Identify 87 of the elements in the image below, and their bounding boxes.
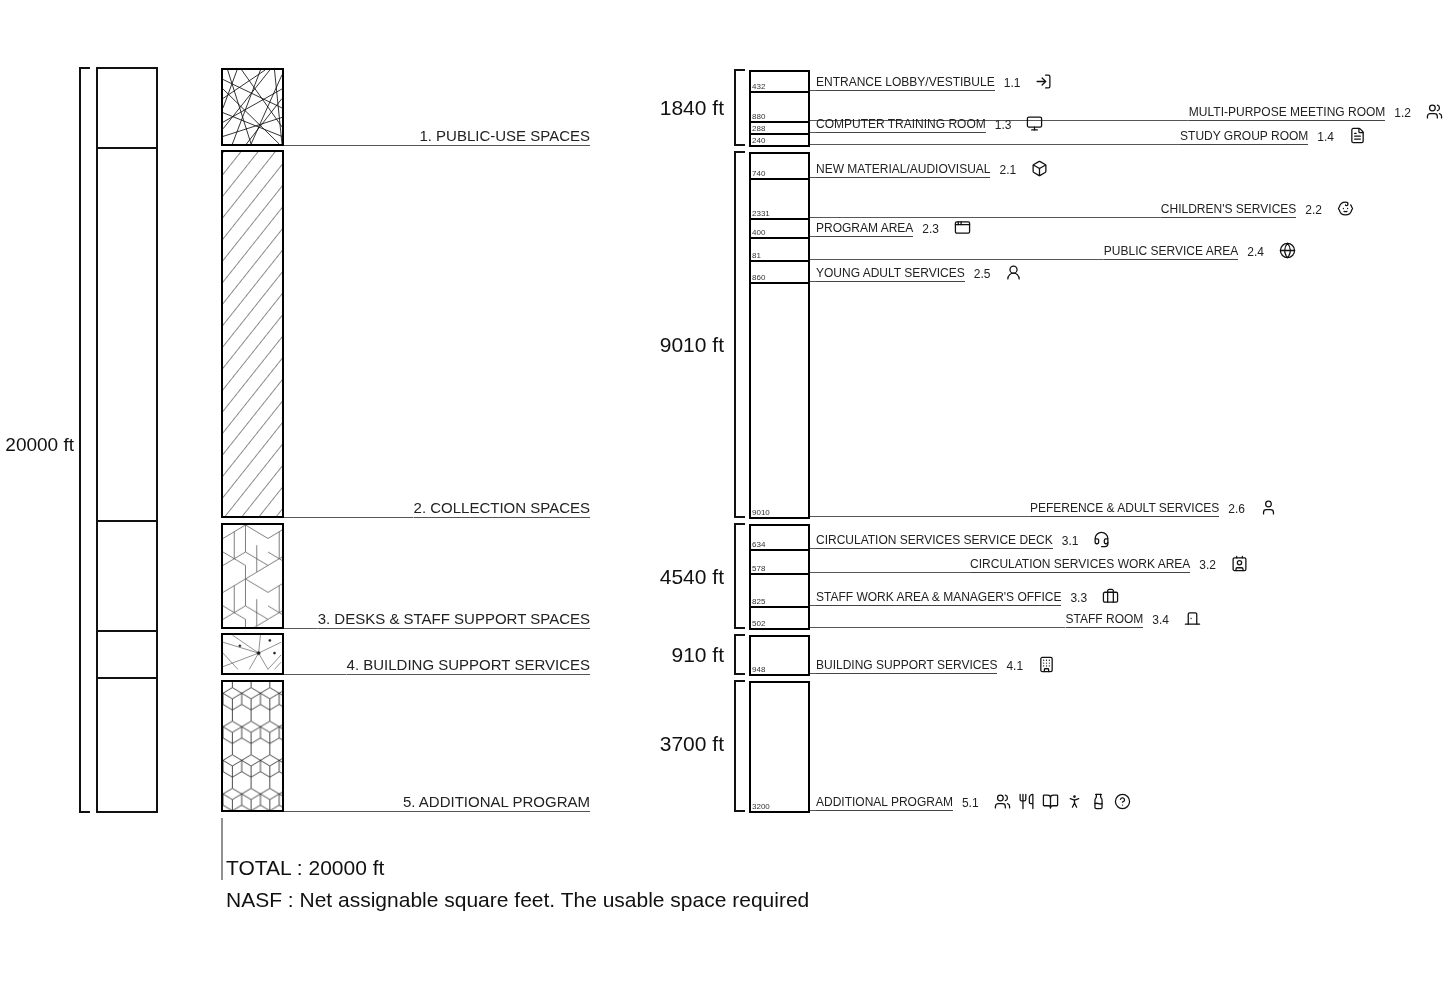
leader-line [809, 259, 1105, 260]
room-code: 2.6 [1228, 502, 1245, 517]
section-label: 3. DESKS & STAFF SUPPORT SPACES [317, 610, 590, 629]
section-label: 4. BUILDING SUPPORT SERVICES [346, 656, 590, 675]
leader-line [809, 548, 817, 549]
leader-line [809, 120, 1190, 121]
leader-line [809, 144, 1181, 145]
leader-line [809, 132, 817, 133]
room-name: PROGRAM AREA [816, 221, 914, 237]
leader-line [809, 177, 817, 178]
room-code: 3.3 [1070, 591, 1088, 606]
area-total-label: 3700 ft [659, 732, 724, 756]
area-total-label: 9010 ft [659, 333, 724, 357]
area-segment: 3200 [749, 681, 810, 813]
room-code: 3.4 [1152, 613, 1169, 628]
room-name: STAFF WORK AREA & MANAGER'S OFFICE [816, 590, 1062, 606]
patterned-box [221, 523, 284, 629]
leader-line [283, 517, 414, 518]
area-segment: 634 [749, 524, 810, 551]
area-total-label: 4540 ft [659, 565, 724, 589]
leader-line [809, 572, 971, 573]
room-name: COMPUTER TRAINING ROOM [816, 117, 986, 133]
room-code: 2.4 [1247, 245, 1264, 260]
leader-line [809, 673, 817, 674]
area-segment: 288 [749, 121, 810, 135]
room-code: 1.4 [1317, 130, 1334, 145]
room-name: STUDY GROUP ROOM [1180, 129, 1309, 145]
room-name: STAFF ROOM [1065, 612, 1144, 628]
room-name: MULTI-PURPOSE MEETING ROOM [1188, 105, 1386, 121]
area-segment: 948 [749, 635, 810, 676]
leader-line [283, 674, 348, 675]
leader-line [809, 281, 817, 282]
section-label: 5. ADDITIONAL PROGRAM [403, 793, 590, 812]
area-segment: 9010 [749, 282, 810, 519]
room-code: 3.2 [1199, 558, 1216, 573]
room-name: NEW MATERIAL/AUDIOVISUAL [816, 162, 991, 178]
room-name: ENTRANCE LOBBY/VESTIBULE [816, 75, 995, 91]
room-code: 1.3 [994, 118, 1012, 133]
room-name: CHILDREN'S SERVICES [1160, 202, 1297, 218]
room-name: ADDITIONAL PROGRAM [816, 795, 953, 811]
room-code: 2.2 [1305, 203, 1322, 218]
area-segment: 578 [749, 549, 810, 575]
room-code: 3.1 [1061, 534, 1079, 549]
area-total-label: 20000 ft [5, 433, 74, 457]
area-segment: 860 [749, 260, 810, 284]
leader-line [809, 217, 1162, 218]
room-name: CIRCULATION SERVICES SERVICE DECK [816, 533, 1053, 549]
room-code: 1.2 [1394, 106, 1411, 121]
area-total-label: 910 ft [671, 643, 724, 667]
area-segment: 825 [749, 573, 810, 608]
leader-line [283, 145, 420, 146]
patterned-box [221, 680, 284, 812]
section-label: 2. COLLECTION SPACES [413, 499, 590, 518]
room-code: 1.1 [1003, 76, 1021, 91]
room-code: 2.3 [922, 222, 940, 237]
room-code: 2.5 [973, 267, 991, 282]
area-segment: 2331 [749, 178, 810, 220]
leader-line [809, 90, 817, 91]
section-label: 1. PUBLIC-USE SPACES [419, 127, 590, 146]
patterned-box [221, 150, 284, 518]
leader-line [809, 236, 817, 237]
patterned-box [221, 68, 284, 146]
leader-line [809, 605, 817, 606]
leader-line [283, 628, 319, 629]
leader-line [283, 811, 404, 812]
note-text: NASF : Net assignable square feet. The usable space required [226, 888, 810, 912]
room-name: CIRCULATION SERVICES WORK AREA [970, 557, 1191, 573]
leader-line [809, 627, 1066, 628]
area-segment: 81 [749, 237, 810, 262]
area-segment: 880 [749, 91, 810, 123]
room-code: 4.1 [1006, 659, 1024, 674]
room-name: PUBLIC SERVICE AREA [1103, 244, 1239, 260]
room-name: PEFERENCE & ADULT SERVICES [1029, 501, 1220, 517]
room-code: 2.1 [999, 163, 1017, 178]
area-segment: 240 [749, 133, 810, 147]
area-segment: 432 [749, 70, 810, 93]
room-name: YOUNG ADULT SERVICES [816, 266, 965, 282]
leader-line [809, 810, 817, 811]
area-segment: 400 [749, 218, 810, 239]
room-name: BUILDING SUPPORT SERVICES [816, 658, 998, 674]
room-code: 5.1 [961, 796, 979, 811]
leader-line [809, 516, 1031, 517]
area-total-label: 1840 ft [659, 96, 724, 120]
patterned-box [221, 633, 284, 675]
area-segment: 502 [749, 606, 810, 630]
area-segment: 740 [749, 152, 810, 180]
note-text: TOTAL : 20000 ft [226, 856, 385, 880]
